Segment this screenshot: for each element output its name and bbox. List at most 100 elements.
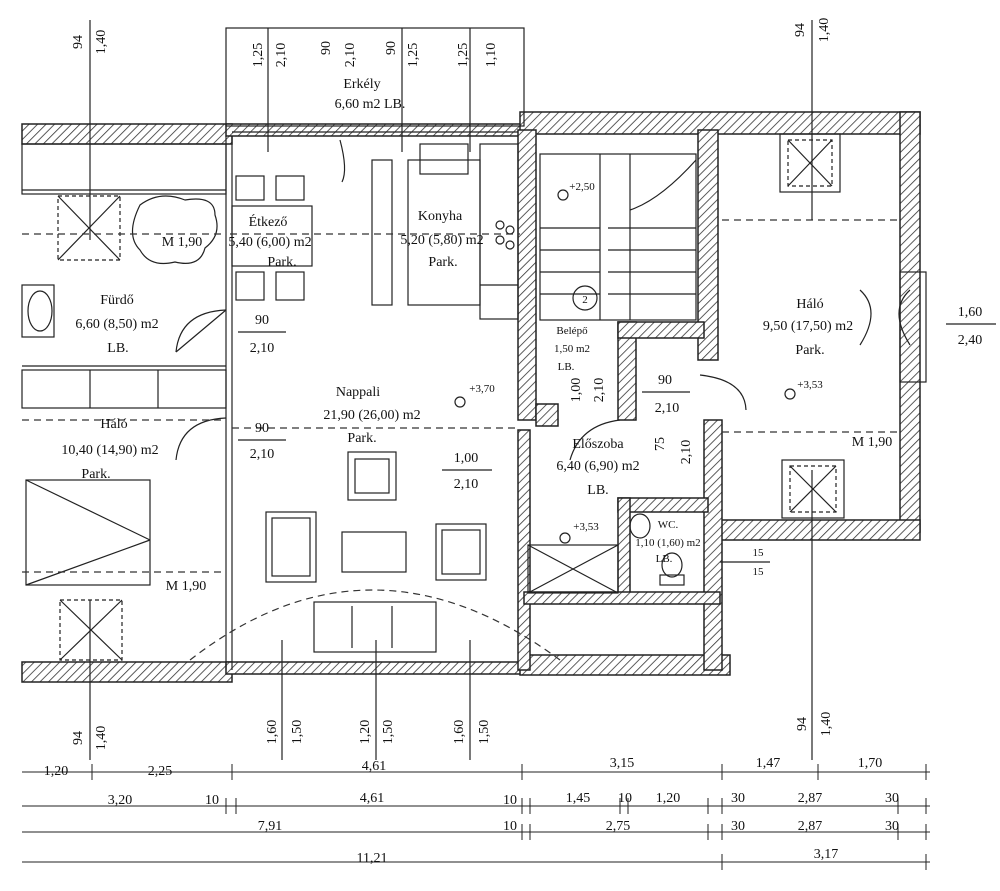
tag-b2-b: 1,50	[381, 720, 396, 745]
dim-r3-2: 10	[503, 819, 517, 834]
room-name-nappali: Nappali	[336, 385, 380, 400]
tag-tr-a: 94	[793, 23, 808, 37]
opening-belepo-h: 2,10	[592, 378, 607, 403]
balcony-outline	[225, 27, 525, 127]
dim-r1-2: 2,25	[148, 764, 173, 779]
wall-wc-left	[617, 497, 631, 599]
room-floor-eloszoba: LB.	[587, 483, 608, 498]
stair-number-circle	[572, 285, 598, 311]
room-area-konyha: 5,20 (5,80) m2	[400, 233, 483, 248]
dim-r4-2: 3,17	[814, 847, 839, 862]
tag-tl-a: 94	[71, 35, 86, 49]
dimension-lines	[22, 764, 930, 870]
room-name-halo-left: Háló	[100, 417, 127, 432]
halo-right-fixtures	[779, 133, 911, 519]
dim-r1-5: 1,47	[756, 756, 781, 771]
tag-b3-b: 1,50	[477, 720, 492, 745]
tag-br-a: 94	[795, 717, 810, 731]
room-name-belepo: Belépő	[556, 325, 588, 337]
level-markers	[454, 189, 796, 544]
room-name-halo-right: Háló	[796, 297, 823, 312]
stairs	[527, 153, 697, 594]
living-furniture	[189, 451, 561, 661]
opening-wc-window-w: 15	[753, 547, 765, 559]
opening-furdo-h: 2,10	[250, 341, 275, 356]
wall-halo-right-left	[703, 419, 723, 671]
wall-bottom-right-lower	[519, 654, 731, 676]
marker-m-halo-left: M 1,90	[166, 579, 206, 594]
wall-bottom-left	[21, 661, 233, 683]
wall-stair-left	[517, 129, 537, 421]
tag-b3-a: 1,60	[452, 720, 467, 745]
room-area-wc: 1,10 (1,60) m2	[635, 537, 700, 549]
room-area-belepo: 1,50 m2	[554, 343, 590, 355]
opening-wc-w: 75	[653, 437, 668, 451]
room-area-nappali: 21,90 (26,00) m2	[323, 408, 420, 423]
living-door-arc	[189, 589, 561, 661]
top-dim-1: 1,25	[251, 43, 266, 68]
wall-stair-bottom	[535, 403, 559, 427]
room-area-halo-right: 9,50 (17,50) m2	[763, 319, 853, 334]
level-living: +3,70	[469, 383, 495, 395]
opening-wc-window-h: 15	[753, 566, 765, 578]
opening-right-window-h: 2,40	[958, 333, 983, 348]
room-area-eloszoba: 6,40 (6,90) m2	[556, 459, 639, 474]
wall-eloszoba-left	[517, 429, 531, 671]
dim-r1-6: 1,70	[858, 756, 883, 771]
wall-bottom-middle	[225, 661, 525, 675]
room-area-halo-left: 10,40 (14,90) m2	[61, 443, 158, 458]
tag-b2-a: 1,20	[358, 720, 373, 745]
wall-stair-right	[697, 129, 719, 361]
opening-right-window-w: 1,60	[958, 305, 983, 320]
opening-living-h: 2,10	[454, 477, 479, 492]
dim-r3-5: 2,87	[798, 819, 823, 834]
dim-r3-4: 30	[731, 819, 745, 834]
opening-halo-left-w: 90	[255, 421, 269, 436]
kitchen-fixtures	[371, 143, 519, 320]
dim-r4-1: 11,21	[357, 851, 388, 866]
top-dim-8: 1,10	[484, 43, 499, 68]
dim-r3-3: 2,75	[606, 819, 631, 834]
top-dim-3: 90	[319, 41, 334, 55]
walls	[21, 111, 927, 683]
room-floor-halo-left: Park.	[81, 467, 110, 482]
marker-m-furdo: M 1,90	[162, 235, 202, 250]
tag-b1-b: 1,50	[290, 720, 305, 745]
dim-r3-6: 30	[885, 819, 899, 834]
room-name-etkezo: Étkező	[249, 213, 288, 230]
dining-set	[231, 175, 313, 301]
room-name-konyha: Konyha	[418, 209, 463, 224]
dim-r2-2: 10	[205, 793, 219, 808]
opening-halo-right-w: 90	[658, 373, 672, 388]
tag-leaders	[89, 20, 813, 760]
opening-furdo-w: 90	[255, 313, 269, 328]
tag-tr-b: 1,40	[817, 18, 832, 43]
room-name-eloszoba: Előszoba	[572, 437, 624, 452]
top-dim-7: 1,25	[456, 43, 471, 68]
top-dim-6: 1,25	[406, 43, 421, 68]
tag-tl-b: 1,40	[94, 30, 109, 55]
top-dim-2: 2,10	[274, 43, 289, 68]
wall-wc-top	[617, 497, 709, 513]
tag-bl-b: 1,40	[94, 726, 109, 751]
opening-halo-left-h: 2,10	[250, 447, 275, 462]
dim-r2-9: 2,87	[798, 791, 823, 806]
marker-m-halo-right: M 1,90	[852, 435, 892, 450]
tag-b1-a: 1,60	[265, 720, 280, 745]
wall-top-right	[519, 111, 921, 135]
doors	[175, 139, 747, 461]
wall-top-left	[21, 123, 233, 145]
top-dim-4: 2,10	[343, 43, 358, 68]
tag-br-b: 1,40	[819, 712, 834, 737]
dim-r2-6: 10	[618, 791, 632, 806]
wc-fixtures	[629, 513, 685, 586]
room-name-furdo: Fürdő	[100, 293, 133, 308]
room-floor-wc: LB.	[656, 553, 673, 565]
room-name-erkely: Erkély	[343, 77, 380, 92]
bed-left	[25, 479, 151, 661]
dim-r2-1: 3,20	[108, 793, 133, 808]
wall-wc-bottom	[523, 591, 721, 605]
dim-r1-1: 1,20	[44, 764, 69, 779]
dim-r2-4: 10	[503, 793, 517, 808]
